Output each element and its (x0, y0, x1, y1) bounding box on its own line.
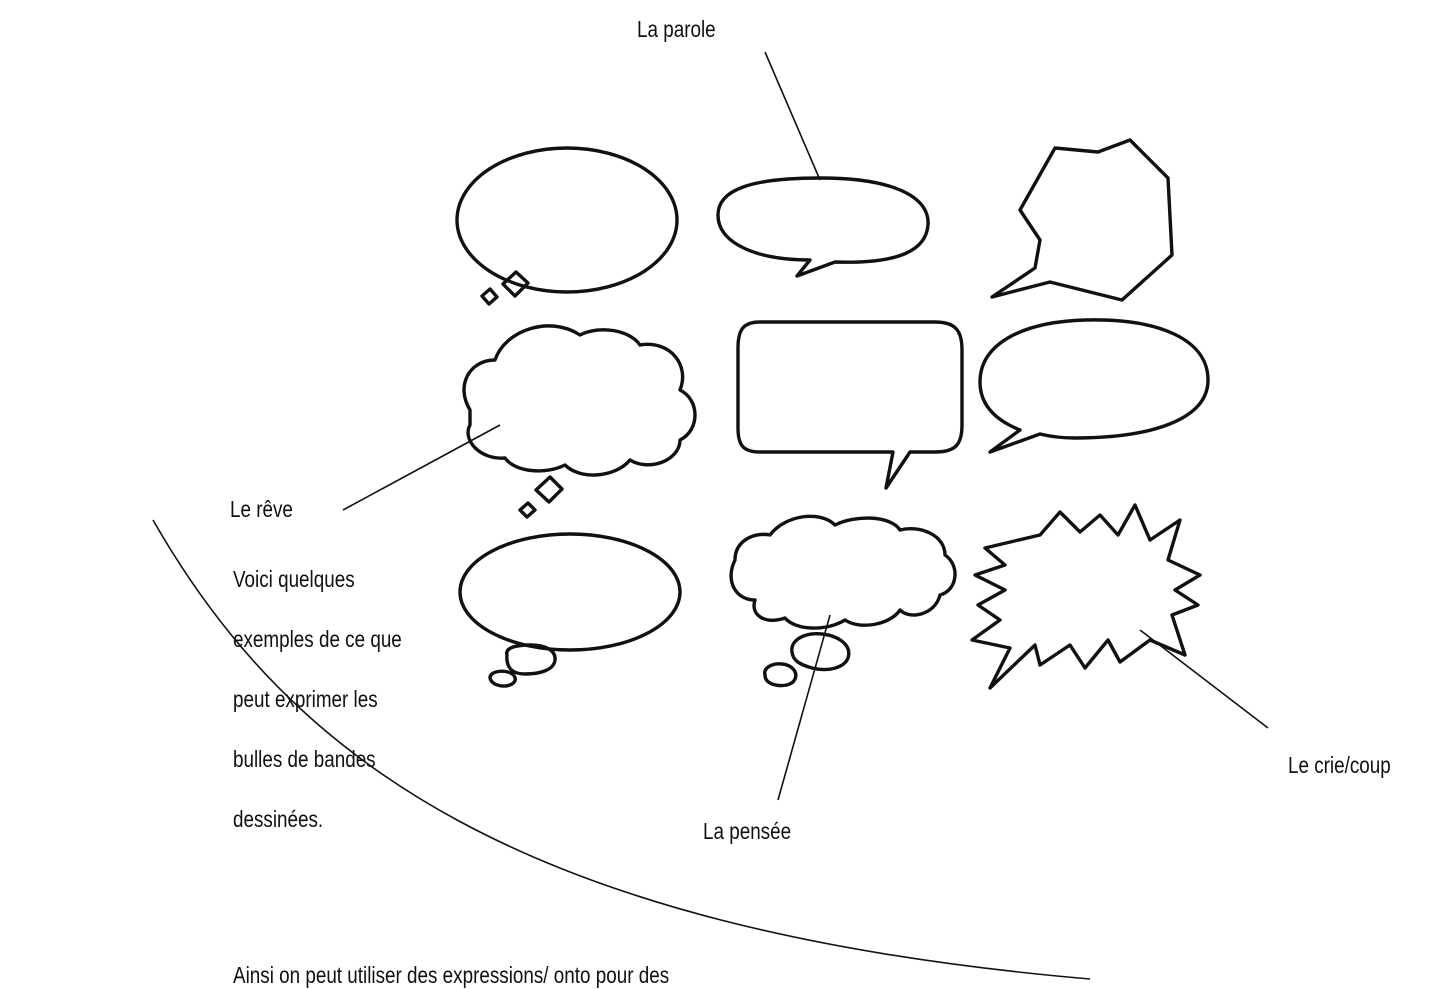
speech-leader-line (764, 51, 821, 181)
thought-label: La pensée (703, 818, 792, 844)
intro-line-3: peut exprimer les (233, 686, 378, 712)
dream-leader-line (342, 424, 501, 511)
intro-line-5: dessinées. (233, 806, 324, 832)
dream-label: Le rêve (230, 496, 293, 522)
speech-label: La parole (637, 16, 716, 42)
octagon-speech-bubble-icon (990, 138, 1174, 302)
rectangle-speech-bubble-icon (736, 320, 964, 490)
shout-leader-line (1139, 629, 1269, 729)
footer-partial-text: Ainsi on peut utiliser des expressions/ … (233, 962, 670, 988)
shout-label: Le crie/coup (1288, 752, 1391, 778)
thought-leader-line (777, 614, 831, 801)
intro-line-2: exemples de ce que (233, 626, 402, 652)
ellipse-thought-bubble-icon (455, 146, 679, 306)
intro-line-1: Voici quelques (233, 566, 355, 592)
oval-thought-bubble-icon (458, 532, 682, 688)
speech-bubble-icon (716, 176, 930, 278)
burst-shout-bubble-icon (970, 503, 1202, 690)
oval-speech-bubble-icon (978, 318, 1210, 454)
cloud-thought-bubble-icon (729, 514, 957, 688)
divider-arc (152, 519, 1091, 980)
cloud-dream-bubble-icon (462, 324, 697, 519)
intro-line-4: bulles de bandes (233, 746, 376, 772)
